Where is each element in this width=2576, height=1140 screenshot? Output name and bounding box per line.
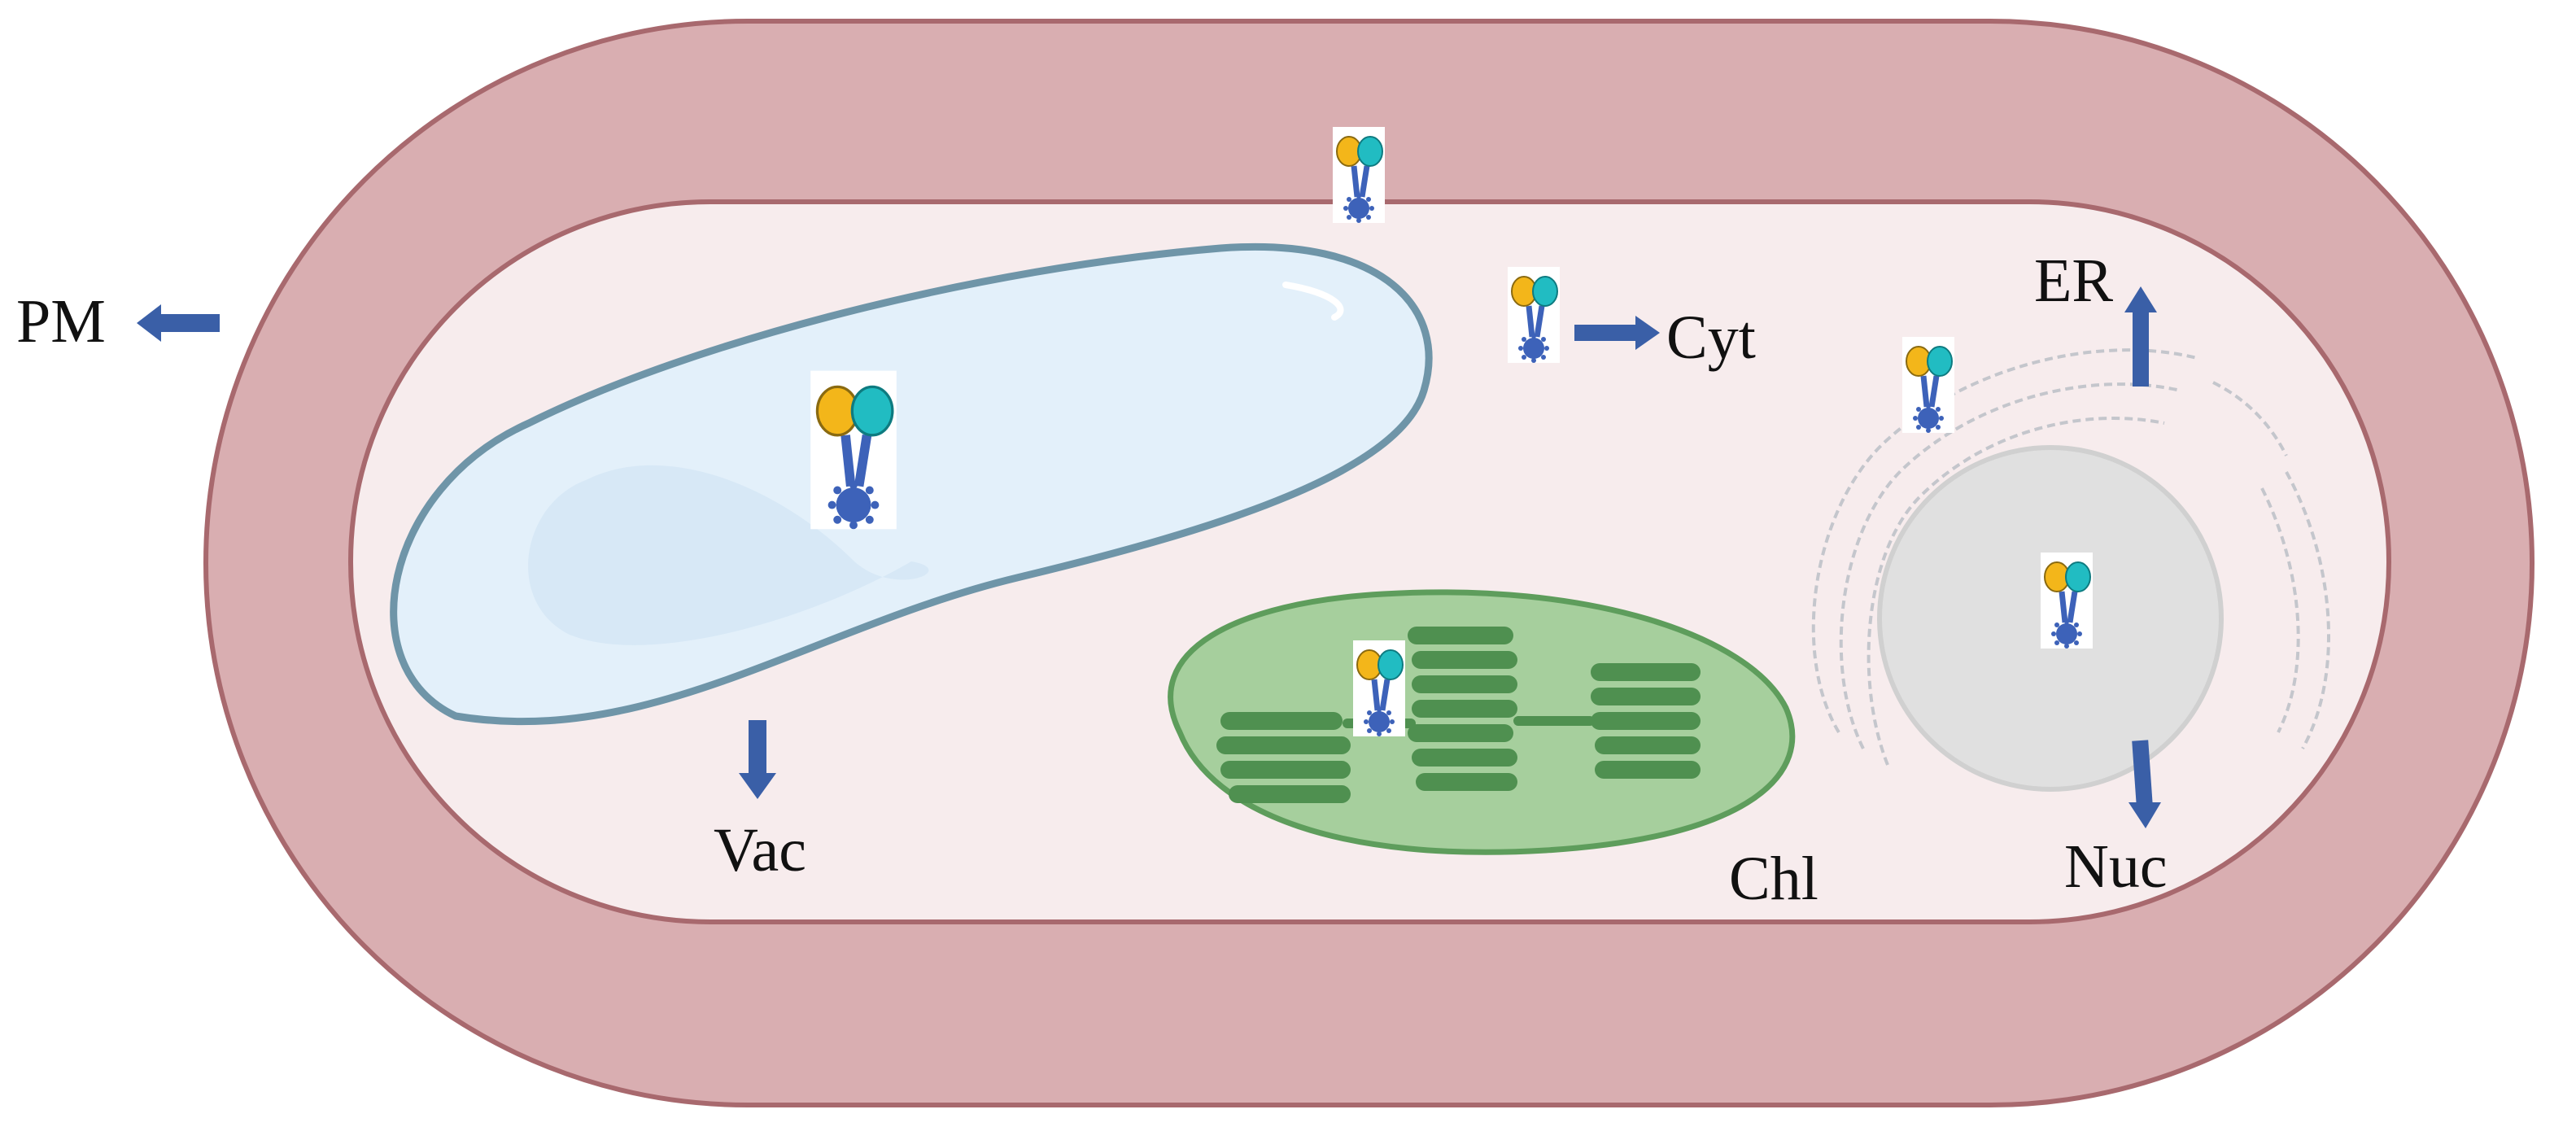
chloroplast bbox=[1168, 589, 1796, 855]
arrow-icon-nuc bbox=[2128, 740, 2161, 828]
arrow-icon-cyt bbox=[1574, 316, 1660, 350]
arrow-icon-pm bbox=[137, 304, 220, 342]
protein-complex-icon-vacuole bbox=[810, 371, 897, 530]
arrow-icon-er bbox=[2124, 286, 2157, 387]
protein-complex-icon-er bbox=[1902, 337, 1954, 433]
label-vac: Vac bbox=[714, 816, 806, 884]
label-pm: PM bbox=[16, 287, 106, 356]
label-nuc: Nuc bbox=[2064, 832, 2168, 901]
label-chl: Chl bbox=[1729, 845, 1818, 913]
arrow-icon-vac bbox=[739, 720, 776, 799]
protein-complex-icon-chloroplast bbox=[1353, 640, 1405, 736]
protein-complex-icon-membrane bbox=[1333, 127, 1385, 223]
protein-complex-icon-nucleus bbox=[2041, 553, 2093, 649]
label-cyt: Cyt bbox=[1666, 304, 1756, 372]
label-er: ER bbox=[2034, 247, 2113, 315]
protein-complex-icon-cytosol bbox=[1508, 267, 1560, 363]
arrows bbox=[137, 286, 2161, 828]
endoplasmic-reticulum bbox=[1811, 348, 2330, 766]
vacuole bbox=[390, 242, 1433, 726]
